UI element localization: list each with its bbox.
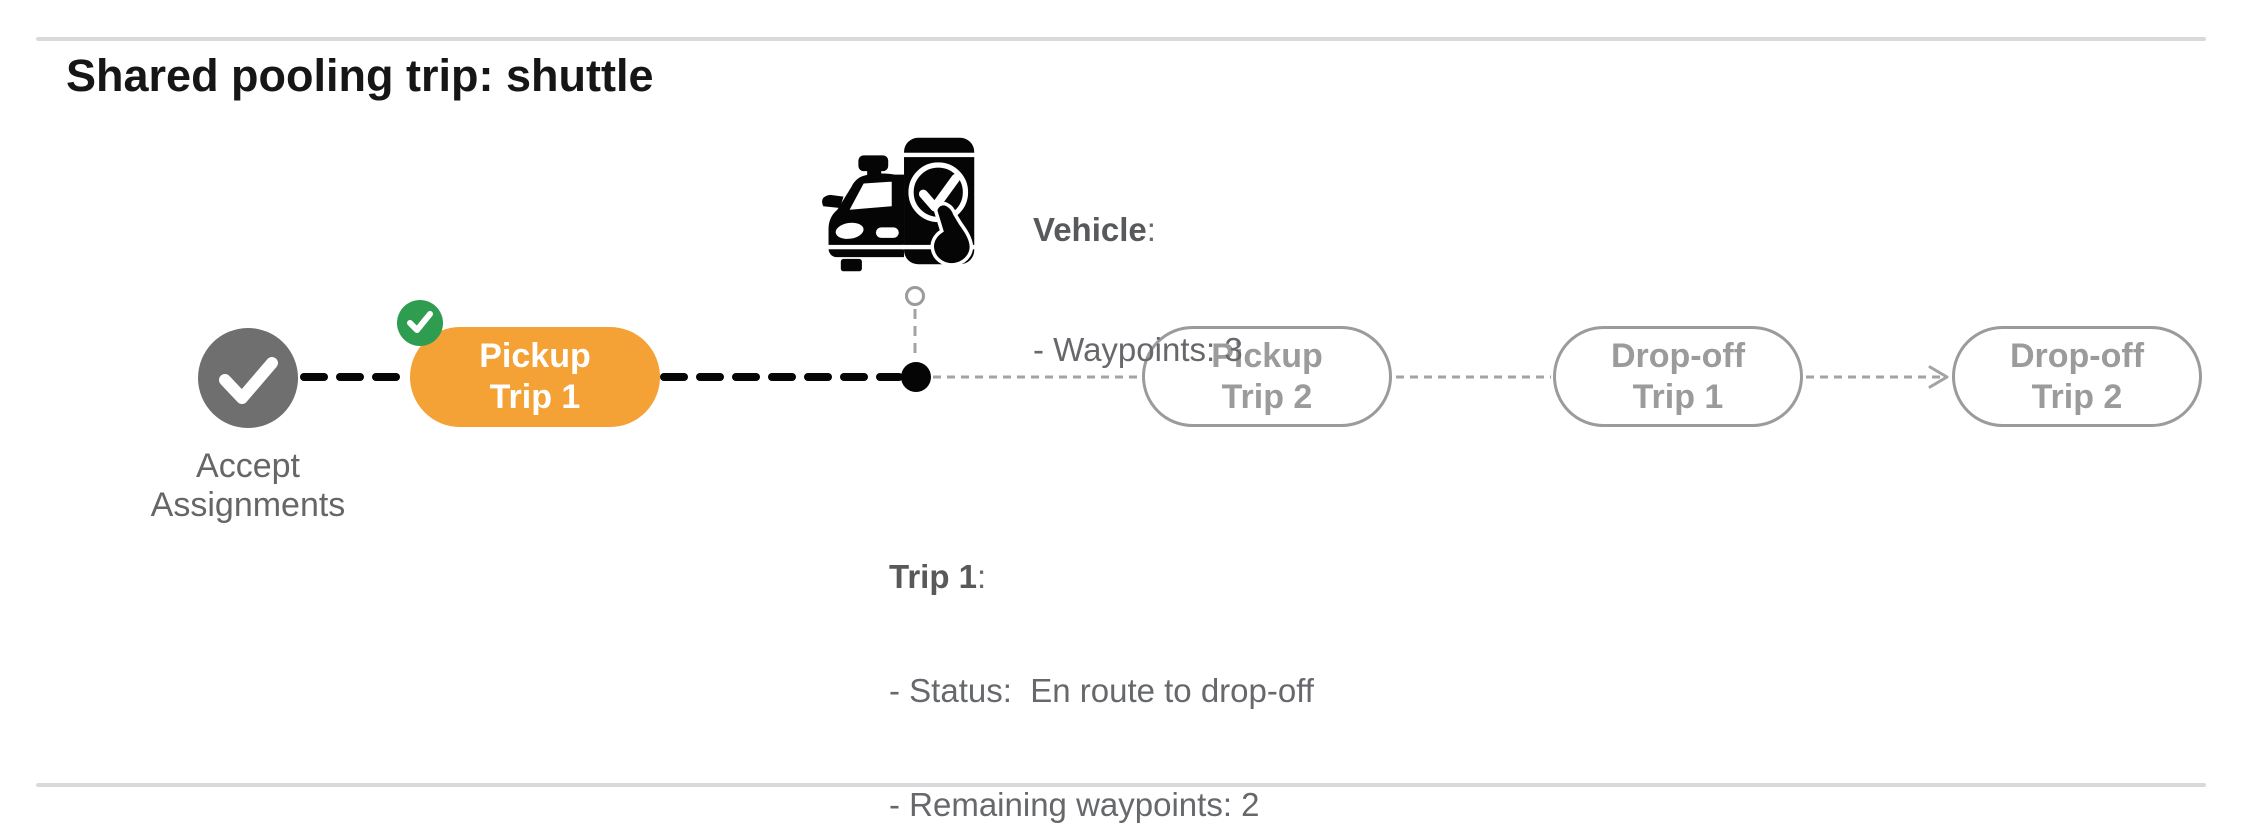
vehicle-colon: : bbox=[1146, 211, 1156, 248]
pickup-trip1-line2: Trip 1 bbox=[489, 378, 581, 416]
dropoff-trip1-line1: Drop-off bbox=[1610, 336, 1746, 375]
node-dropoff-trip2: Drop-off Trip 2 bbox=[1952, 326, 2202, 427]
car-icon bbox=[822, 155, 905, 272]
pickup-trip2-line2: Trip 2 bbox=[1221, 377, 1313, 416]
vehicle-label: Vehicle bbox=[1033, 211, 1147, 248]
current-position-dot bbox=[901, 362, 931, 392]
completed-badge bbox=[397, 300, 443, 346]
pointing-hand-icon bbox=[930, 201, 974, 267]
node-dropoff-trip1: Drop-off Trip 1 bbox=[1553, 326, 1803, 427]
car-headlight bbox=[835, 222, 864, 239]
accept-assignments-node bbox=[198, 328, 298, 428]
trip-status-info: Trip 1: - Status: En route to drop-off -… bbox=[889, 482, 1314, 825]
accept-assignments-label: Accept Assignments bbox=[88, 447, 408, 525]
vehicle-booking-icon bbox=[822, 137, 976, 272]
top-divider bbox=[36, 37, 2206, 41]
node-pickup-trip2: Pickup Trip 2 bbox=[1142, 326, 1392, 427]
dropoff-trip2-line1: Drop-off bbox=[2009, 336, 2145, 375]
accept-label-line2: Assignments bbox=[150, 486, 346, 524]
car-windshield bbox=[849, 181, 892, 210]
accept-label-line1: Accept bbox=[196, 447, 300, 485]
arrowhead-icon bbox=[1928, 365, 1949, 389]
trip1-colon: : bbox=[977, 558, 987, 595]
checkmark-icon bbox=[407, 311, 433, 333]
pickup-trip1-line1: Pickup bbox=[479, 337, 591, 375]
trip1-status-line: - Status: En route to drop-off bbox=[889, 672, 1314, 709]
vehicle-info-heading: Vehicle: bbox=[1033, 210, 1243, 250]
vehicle-info: Vehicle: - Waypoints: 3 bbox=[1033, 130, 1243, 450]
page-title: Shared pooling trip: shuttle bbox=[66, 50, 654, 101]
confirm-checkmark-icon bbox=[918, 173, 961, 212]
vehicle-waypoints-line: - Waypoints: 3 bbox=[1033, 331, 1243, 368]
car-grill bbox=[875, 227, 899, 238]
bottom-divider bbox=[36, 783, 2206, 787]
car-bumper-gap bbox=[828, 244, 905, 250]
vehicle-anchor-ring bbox=[905, 286, 925, 306]
dropoff-trip2-line2: Trip 2 bbox=[2031, 377, 2123, 416]
trip1-waypoints-line: - Remaining waypoints: 2 bbox=[889, 786, 1260, 823]
trip1-heading: Trip 1: bbox=[889, 558, 1314, 596]
pickup-trip2-line1: Pickup bbox=[1211, 336, 1323, 375]
dropoff-trip1-line2: Trip 1 bbox=[1632, 377, 1724, 416]
checkmark-icon bbox=[219, 357, 278, 404]
node-pickup-trip1: Pickup Trip 1 bbox=[410, 327, 660, 427]
trip1-label: Trip 1 bbox=[889, 558, 978, 595]
